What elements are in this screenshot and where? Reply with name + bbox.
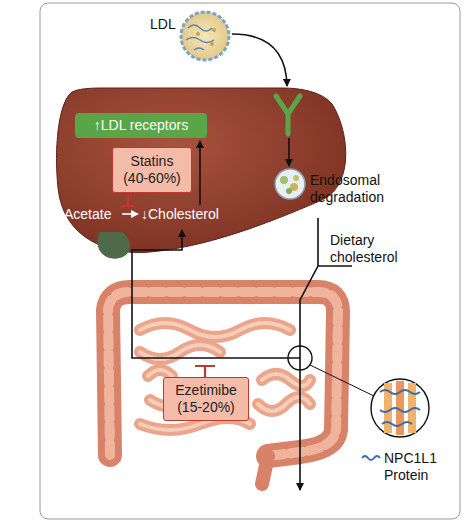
statin-inhibition	[121, 193, 135, 206]
annotation-label: Endosomal degradation	[310, 172, 420, 206]
process-box: Ezetimibe (15-20%)	[163, 377, 249, 421]
ezetimibe-inhibition	[195, 366, 215, 377]
uptake-arrow	[232, 34, 287, 86]
endosome	[275, 169, 305, 199]
process-box: Statins (40-60%)	[112, 147, 192, 193]
absorption-arrow	[132, 230, 300, 358]
zoom-leader	[310, 365, 374, 396]
internalisation-arrow	[288, 138, 290, 166]
process-box: ↑LDL receptors	[75, 113, 207, 138]
zoom-spot	[288, 346, 312, 370]
annotation-label: LDL	[150, 16, 190, 33]
intestine	[108, 292, 338, 484]
synthesis-arrow	[122, 213, 138, 215]
zoom-inset	[371, 379, 429, 437]
gallbladder	[97, 232, 130, 259]
ldl-receptor	[276, 96, 300, 134]
annotation-label: Dietary cholesterol	[330, 232, 412, 266]
annotation-label: NPC1L1 Protein	[384, 450, 456, 484]
frame	[40, 3, 460, 519]
box-text: ↑LDL receptors	[94, 117, 188, 134]
liver	[57, 88, 346, 253]
ldl-particle	[181, 12, 229, 60]
annotation-label: Acetate	[64, 206, 124, 223]
box-text: Statins (40-60%)	[117, 153, 187, 187]
protein-symbol	[362, 456, 380, 460]
feedback-arrow	[199, 141, 201, 205]
annotation-label: ↓Cholesterol	[141, 206, 241, 223]
box-text: Ezetimibe (15-20%)	[168, 382, 244, 416]
